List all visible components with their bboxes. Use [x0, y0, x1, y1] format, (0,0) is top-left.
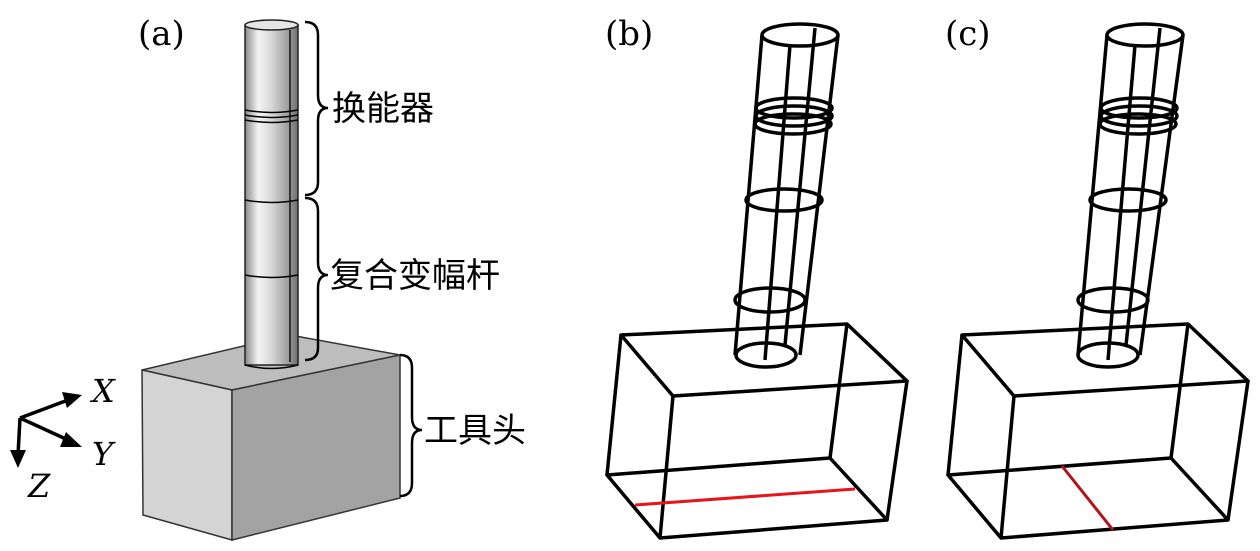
tool-head-block	[141, 334, 401, 541]
highlight-line-c	[1060, 465, 1115, 531]
wireframe-cylinder	[1076, 22, 1185, 369]
label-tool-head: 工具头	[424, 411, 526, 451]
panel-a: (a) 换能器 复合变幅杆 工具头 X Y	[10, 14, 526, 541]
panel-label-a: (a)	[138, 14, 185, 54]
label-composite-horn: 复合变幅杆	[330, 256, 500, 296]
wireframe-block	[605, 322, 909, 540]
panel-b: (b)	[605, 14, 909, 540]
highlight-line-b	[634, 487, 856, 507]
coordinate-axes-icon	[10, 392, 82, 468]
transducer-horn-cylinder	[244, 19, 299, 370]
axis-label-y: Y	[92, 435, 116, 473]
panel-c: (c)	[945, 14, 1250, 540]
panel-label-b: (b)	[605, 14, 653, 54]
braces	[304, 20, 423, 498]
label-transducer: 换能器	[332, 89, 434, 129]
wireframe-block	[946, 322, 1250, 540]
axis-label-z: Z	[27, 467, 51, 505]
panel-label-c: (c)	[945, 14, 991, 54]
wireframe-cylinder	[733, 22, 840, 369]
axis-label-x: X	[89, 372, 116, 410]
